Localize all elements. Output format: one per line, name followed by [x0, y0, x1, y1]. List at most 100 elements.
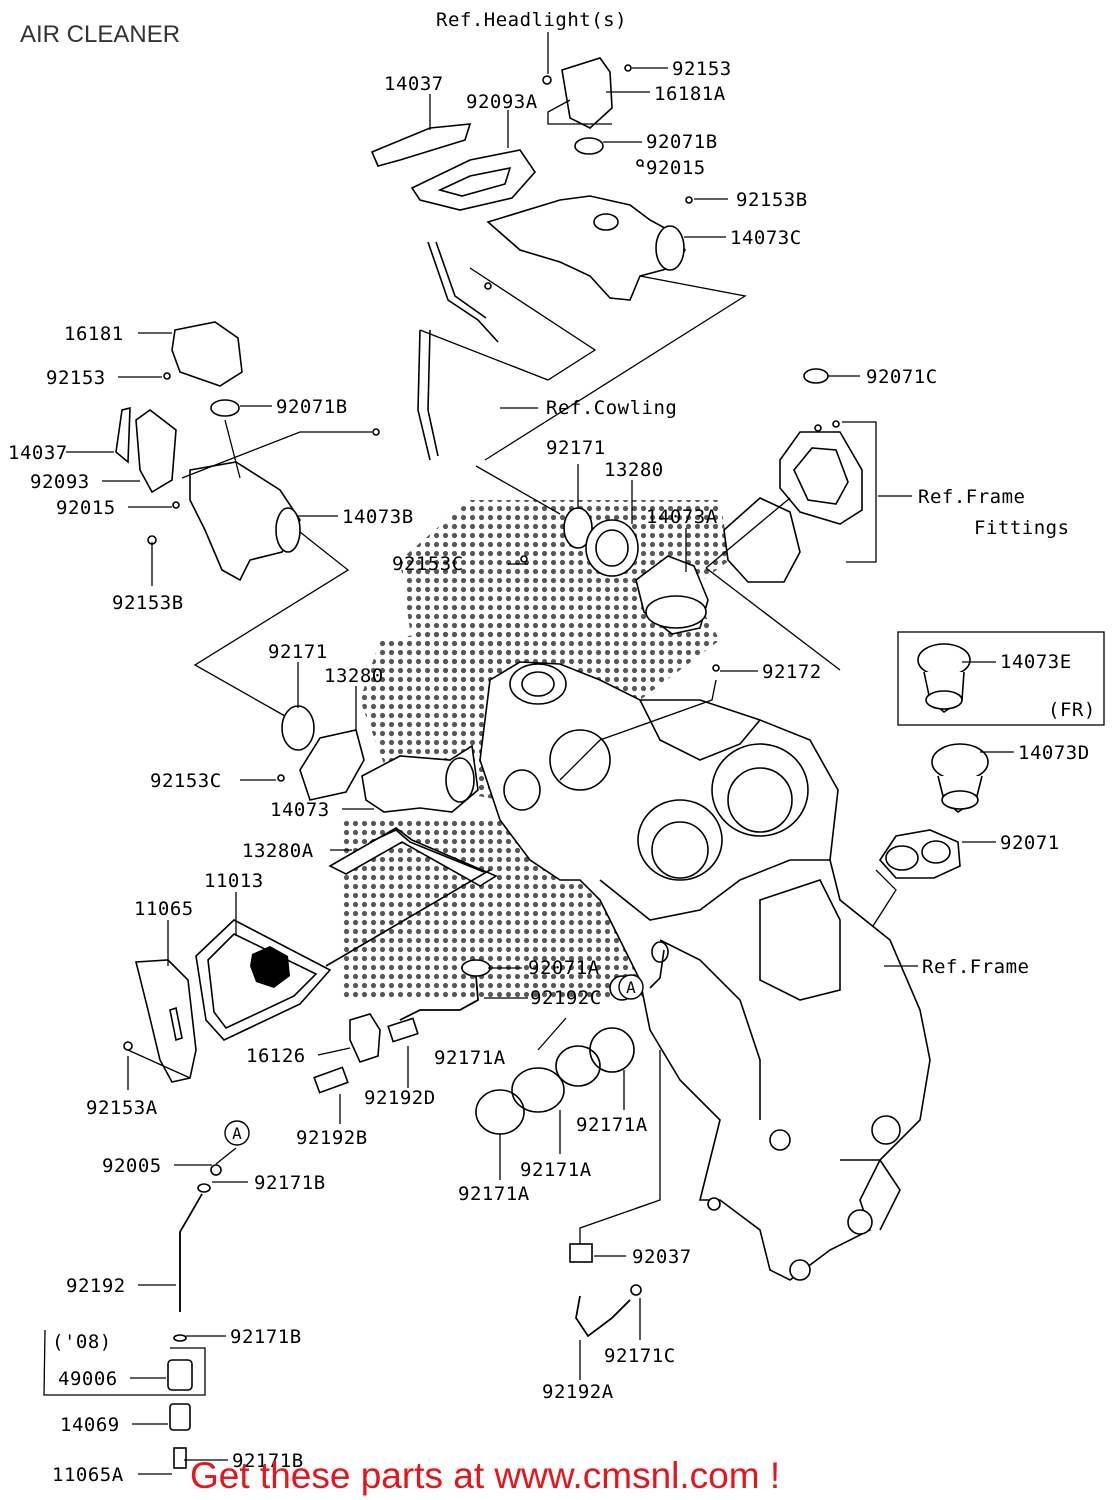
label-92015: 92015	[646, 157, 706, 179]
grommet-92071A	[461, 959, 491, 977]
label-92192A: 92192A	[542, 1381, 614, 1403]
part-14069	[169, 1403, 191, 1431]
label-92093: 92093	[30, 471, 90, 493]
label-92171A-1: 92171A	[434, 1047, 506, 1069]
label-fr: (FR)	[1048, 699, 1096, 721]
circle-a-marker-drain: A	[224, 1120, 250, 1146]
label-92093A: 92093A	[466, 91, 538, 113]
breather-assembly	[313, 949, 665, 1094]
frame-13280A	[328, 827, 498, 887]
funnel-14073E	[917, 643, 971, 714]
grommet-92071C	[803, 368, 829, 384]
label-92153B-left: 92153B	[112, 592, 184, 614]
mesh-14037-top	[370, 123, 472, 167]
label-92153-left: 92153	[46, 367, 106, 389]
label-16181A: 16181A	[654, 83, 726, 105]
svg-text:A: A	[232, 1124, 242, 1143]
label-92171B-3: 92171B	[232, 1450, 304, 1472]
label-14073E: 14073E	[1000, 651, 1072, 673]
label-92171B-2: 92171B	[230, 1326, 302, 1348]
funnel-14073D	[931, 743, 989, 814]
label-16181: 16181	[64, 323, 124, 345]
element-11013-dot	[250, 946, 290, 988]
gasket-13280-left	[299, 729, 365, 801]
airbox-frame-body	[479, 661, 931, 1281]
label-13280-mid: 13280	[604, 459, 664, 481]
seal-92093	[135, 409, 177, 494]
label-92171B-1: 92171B	[254, 1172, 326, 1194]
label-49006: 49006	[58, 1368, 118, 1390]
clamp-92171-left	[281, 705, 315, 751]
label-92153C-left: 92153C	[150, 770, 222, 792]
duct-cover-16181	[171, 321, 243, 387]
label-14073A: 14073A	[646, 506, 718, 528]
label-92192: 92192	[66, 1275, 126, 1297]
label-92071B: 92071B	[646, 131, 718, 153]
label-92015-left: 92015	[56, 497, 116, 519]
label-ref-cowling: Ref.Cowling	[546, 397, 677, 419]
label-92005: 92005	[102, 1155, 162, 1177]
label-13280A: 13280A	[242, 840, 314, 862]
circle-a-marker-frame: A	[618, 974, 644, 1000]
hose-92192B	[313, 1066, 349, 1094]
label-92171A-4: 92171A	[458, 1183, 530, 1205]
drain-hose-assembly	[569, 1050, 661, 1338]
grommet-92071B-left	[210, 399, 240, 417]
label-ref-frame-fittings-1: Ref.Frame	[918, 486, 1025, 508]
label-ref-frame-fittings-2: Fittings	[974, 517, 1070, 539]
label-92153: 92153	[672, 58, 732, 80]
gasket-ring	[723, 497, 801, 583]
label-92153A: 92153A	[86, 1097, 158, 1119]
page-title: AIR CLEANER	[20, 21, 180, 48]
label-11013: 11013	[204, 870, 264, 892]
label-92171-left: 92171	[268, 641, 328, 663]
label-11065A: 11065A	[52, 1464, 124, 1486]
label-92171A-3: 92171A	[520, 1159, 592, 1181]
label-92171C: 92171C	[604, 1345, 676, 1367]
label-14073: 14073	[270, 799, 330, 821]
grommet-92071B-top	[574, 137, 604, 155]
gasket-13280-mid	[585, 519, 639, 577]
left-drain-assembly	[43, 1164, 222, 1469]
label-92071C: 92071C	[866, 366, 938, 388]
part-11065A	[173, 1447, 187, 1469]
mid-duct-assembly	[475, 465, 709, 635]
frame-fittings	[705, 368, 877, 671]
label-ref-headlights: Ref.Headlight(s)	[436, 9, 627, 31]
headlight-duct-assembly	[370, 57, 747, 461]
fitting-plate	[779, 431, 863, 525]
label-92071: 92071	[1000, 832, 1060, 854]
label-14073B: 14073B	[342, 506, 414, 528]
label-92192C: 92192C	[530, 987, 602, 1009]
label-14073D: 14073D	[1018, 742, 1090, 764]
label-92172: 92172	[762, 661, 822, 683]
label-92153C-mid: 92153C	[392, 553, 464, 575]
clip-92037	[569, 1243, 593, 1263]
label-13280-left: 13280	[324, 665, 384, 687]
duct-14073B	[189, 461, 301, 582]
label-14073C: 14073C	[730, 227, 802, 249]
seal-92093A	[410, 149, 537, 211]
left-duct-assembly	[115, 321, 372, 721]
part-49006	[167, 1359, 193, 1391]
duct-cover-16181A	[561, 57, 613, 129]
svg-text:A: A	[626, 978, 636, 997]
cmsnl-banner: Get these parts at www.cmsnl.com !	[190, 1455, 780, 1496]
label-14037-left: 14037	[8, 442, 68, 464]
label-16126: 16126	[246, 1045, 306, 1067]
valve-16126	[349, 1013, 381, 1063]
label-92071A: 92071A	[528, 957, 600, 979]
label-14069: 14069	[60, 1414, 120, 1436]
seal-92071	[863, 829, 961, 941]
label-92192D: 92192D	[364, 1087, 436, 1109]
label-14037: 14037	[384, 73, 444, 95]
label-92071B-left: 92071B	[276, 396, 348, 418]
cover-11065	[134, 959, 197, 1083]
clamp-92171C	[630, 1284, 642, 1296]
label-92153B: 92153B	[736, 189, 808, 211]
part-labels: Ref.Headlight(s) 92153 16181A 14037 9209…	[8, 9, 1096, 1486]
duct-14073C-mouth	[655, 225, 685, 271]
mesh-14037-left	[115, 406, 131, 464]
